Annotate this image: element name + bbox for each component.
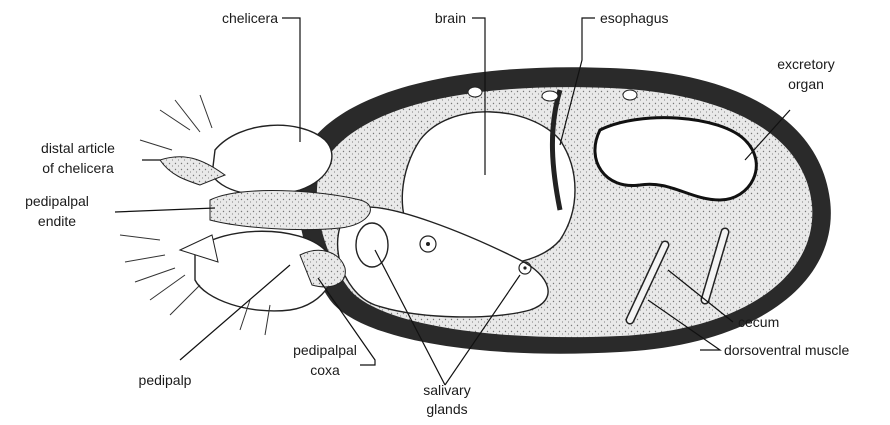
salivary-gland-small xyxy=(356,223,388,267)
label-excretory-1: excretory xyxy=(777,56,835,72)
gland-nucleus-2-dot xyxy=(523,266,526,269)
label-cecum: cecum xyxy=(738,314,779,330)
leader-chelicera xyxy=(282,18,300,142)
cuticle-pore-3 xyxy=(468,87,482,97)
label-chelicera: chelicera xyxy=(222,10,278,26)
label-pedipalpal-endite-2: endite xyxy=(38,213,76,229)
label-pedipalpal-coxa-2: coxa xyxy=(310,362,340,378)
gland-nucleus-1-dot xyxy=(426,242,430,246)
label-pedipalp: pedipalp xyxy=(139,372,192,388)
leader-pedipalpal-endite xyxy=(115,208,215,212)
label-brain: brain xyxy=(435,10,466,26)
label-excretory-2: organ xyxy=(788,76,824,92)
cuticle-pore-2 xyxy=(542,91,558,101)
label-dorsoventral-muscle: dorsoventral muscle xyxy=(724,342,849,358)
label-pedipalpal-endite-1: pedipalpal xyxy=(25,193,89,209)
label-distal-article-1: distal article xyxy=(41,140,115,156)
label-pedipalpal-coxa-1: pedipalpal xyxy=(293,342,357,358)
cuticle-pore-1 xyxy=(623,90,637,100)
label-salivary-2: glands xyxy=(426,401,467,417)
label-salivary-1: salivary xyxy=(423,382,470,398)
label-esophagus: esophagus xyxy=(600,10,669,26)
label-distal-article-2: of chelicera xyxy=(42,160,114,176)
